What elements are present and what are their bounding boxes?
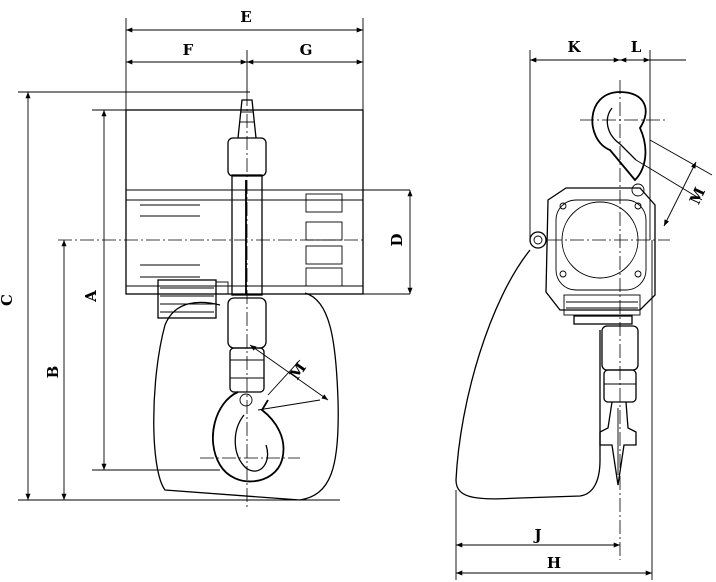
label-C: C	[0, 294, 16, 306]
label-A: A	[82, 290, 100, 303]
hook	[212, 391, 285, 483]
label-L: L	[631, 38, 642, 56]
side-view	[455, 80, 670, 560]
side-body	[545, 187, 656, 311]
label-E: E	[240, 8, 251, 26]
label-M-side: M	[686, 185, 709, 208]
label-G: G	[300, 41, 313, 59]
side-dimensions	[455, 50, 713, 580]
front-dimensions	[18, 18, 413, 501]
label-J: J	[532, 526, 541, 544]
label-H: H	[547, 554, 561, 572]
label-K: K	[567, 38, 581, 56]
gearbox	[157, 279, 217, 319]
label-B: B	[44, 366, 62, 379]
label-M-front: M	[286, 359, 310, 383]
top-hook	[591, 91, 647, 182]
front-view	[58, 92, 410, 510]
side-chain-bag	[455, 249, 601, 500]
chain-bag	[153, 292, 339, 501]
dimension-labels: E F G K L C A B D M M J H	[0, 8, 709, 572]
label-F: F	[183, 41, 194, 59]
label-D: D	[388, 233, 406, 246]
